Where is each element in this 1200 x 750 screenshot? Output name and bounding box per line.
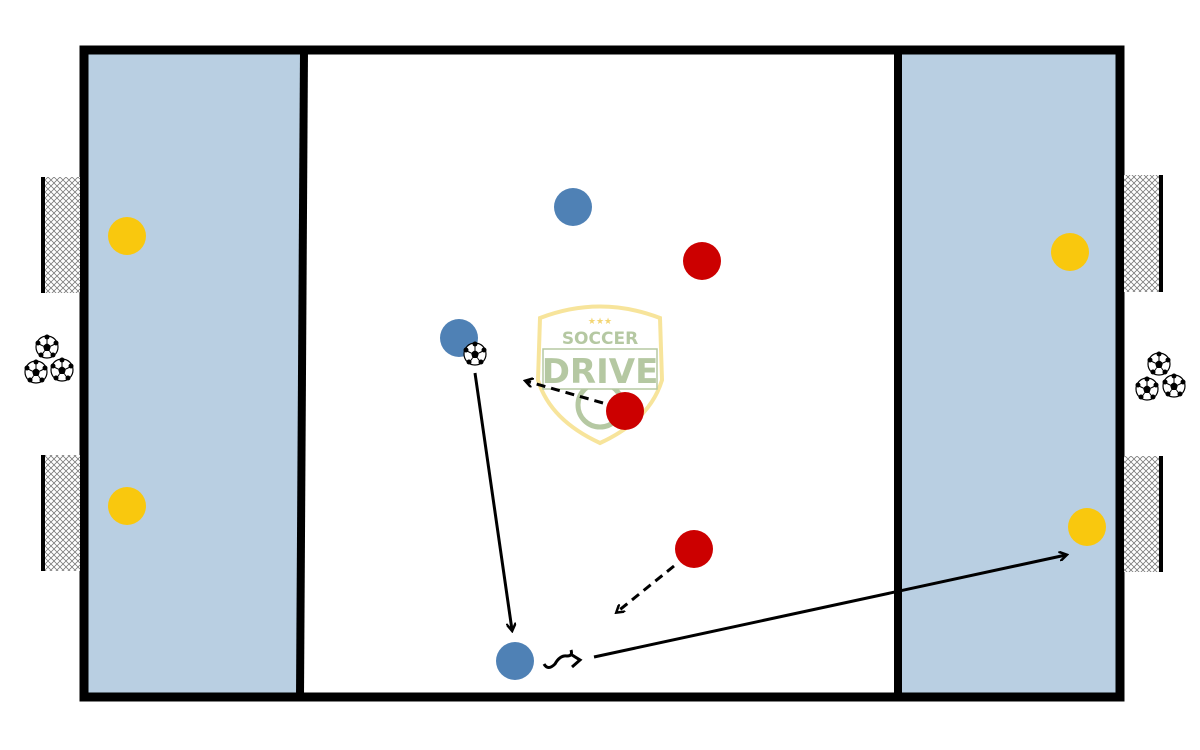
yellow-player (108, 487, 146, 525)
soccer-ball-icon (1146, 350, 1172, 376)
red-player (675, 530, 713, 568)
yellow-player (108, 217, 146, 255)
defender-run-arrow-1 (526, 381, 604, 405)
yellow-player (1068, 508, 1106, 546)
defender-run-arrow-2 (617, 564, 675, 612)
logo-line2: DRIVE (542, 352, 659, 392)
soccer-ball-icon (23, 358, 49, 384)
soccer-drive-logo: ★★★ SOCCER DRIVE (535, 304, 665, 446)
left-end-zone (84, 50, 302, 697)
soccer-ball-icon (1161, 372, 1187, 398)
soccer-ball-icon (34, 333, 60, 359)
goal-left-bottom (41, 455, 80, 571)
soccer-ball-icon (49, 356, 75, 382)
pass-arrow-2 (593, 555, 1066, 659)
right-end-zone (898, 50, 1120, 697)
logo-stars: ★★★ (588, 317, 612, 327)
blue-player (554, 188, 592, 226)
yellow-player (1051, 233, 1089, 271)
dribble-arrow (542, 649, 583, 669)
field-boundary (79, 45, 1125, 702)
goal-right-bottom (1124, 456, 1163, 572)
goal-left-top (41, 177, 80, 293)
pass-arrow-1 (473, 372, 512, 630)
left-zone-line (296, 49, 308, 698)
goal-right-top (1124, 175, 1163, 292)
red-player (683, 242, 721, 280)
logo-line1: SOCCER (562, 329, 638, 349)
blue-player (496, 642, 534, 680)
red-player (606, 392, 644, 430)
soccer-ball-icon (1134, 375, 1160, 401)
